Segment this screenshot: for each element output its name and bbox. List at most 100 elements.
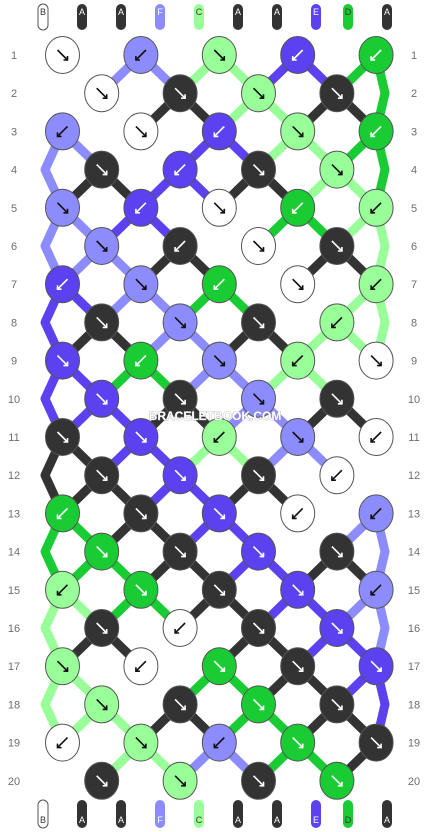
knot-arrowhead-icon — [181, 399, 186, 405]
knot-arrowhead-icon — [102, 323, 108, 329]
row-number-left: 5 — [11, 203, 17, 215]
bottom-strand-letter: C — [196, 815, 203, 825]
row-number-right: 19 — [408, 738, 420, 750]
knot — [84, 227, 120, 265]
row-number-right: 16 — [408, 623, 420, 635]
knot-arrow-icon — [56, 737, 69, 749]
knot — [201, 494, 237, 533]
row-number-left: 3 — [11, 126, 17, 138]
knot-arrowhead-icon — [291, 514, 297, 520]
knot-arrow-icon — [96, 240, 108, 252]
top-strand-stub — [382, 4, 392, 30]
row-number-left: 11 — [8, 432, 19, 444]
knot-arrowhead-icon — [298, 132, 304, 138]
knot-arrow-icon — [370, 431, 382, 443]
row-number-left: 20 — [8, 776, 20, 788]
knot — [201, 341, 237, 380]
knot — [45, 570, 80, 609]
knot-arrow-icon — [135, 584, 147, 596]
knot — [358, 188, 394, 227]
knot-arrowhead-icon — [102, 476, 108, 482]
knot — [162, 532, 198, 571]
knot — [45, 418, 80, 456]
knot — [45, 265, 80, 304]
knot-arrow-icon — [252, 469, 265, 481]
bottom-strand-letter: A — [274, 815, 280, 825]
knot — [84, 303, 120, 342]
knot-arrowhead-icon — [331, 323, 336, 329]
knot-arrowhead-icon — [56, 285, 62, 291]
knot — [84, 74, 120, 113]
knot-arrow-icon — [213, 660, 225, 672]
knot-arrowhead-icon — [102, 781, 108, 787]
top-strand-letter: A — [274, 7, 280, 17]
knot-arrowhead-icon — [141, 514, 147, 520]
knot-arrowhead-icon — [102, 629, 108, 634]
knot-arrow-icon — [135, 660, 147, 672]
knot-arrowhead-icon — [259, 399, 265, 405]
knot-arrow-icon — [56, 584, 69, 596]
knot-arrow-icon — [331, 546, 343, 558]
knot — [123, 647, 159, 686]
knot — [45, 188, 80, 227]
knot-arrowhead-icon — [181, 705, 186, 711]
knot — [358, 112, 394, 151]
knot-arrowhead-icon — [181, 94, 186, 99]
top-strand-stub — [311, 4, 321, 30]
knot — [280, 570, 316, 609]
knot-arrow-icon — [370, 125, 382, 137]
knot-arrow-icon — [135, 49, 147, 61]
knot — [280, 112, 316, 151]
bottom-strand-stub — [272, 800, 282, 828]
knot-arrow-icon — [292, 584, 304, 596]
knot-arrow-icon — [252, 775, 265, 787]
knot — [123, 341, 159, 380]
row-number-left: 14 — [8, 547, 20, 559]
knot-arrowhead-icon — [377, 667, 382, 673]
bottom-strand-stub — [116, 800, 126, 828]
knot-arrowhead-icon — [102, 399, 108, 405]
row-number-right: 8 — [411, 317, 417, 329]
knot — [123, 723, 159, 762]
knot-arrowhead-icon — [337, 170, 343, 176]
knot — [319, 227, 355, 265]
knot-arrowhead-icon — [213, 132, 219, 138]
row-number-left: 10 — [8, 394, 20, 406]
knot-arrowhead-icon — [298, 285, 304, 291]
knot-arrow-icon — [56, 355, 69, 367]
knot-arrow-icon — [331, 698, 343, 710]
knot-arrowhead-icon — [56, 514, 62, 520]
knot-arrowhead-icon — [259, 705, 265, 711]
knot-arrowhead-icon — [370, 285, 376, 291]
knot-arrow-icon — [252, 698, 265, 710]
bottom-strand-letter: D — [345, 815, 352, 825]
bottom-strand-stub — [382, 800, 392, 828]
knot — [280, 36, 316, 74]
knot-arrowhead-icon — [220, 590, 226, 596]
knot-arrow-icon — [213, 431, 225, 443]
knot — [201, 570, 237, 609]
row-number-left: 16 — [8, 623, 20, 635]
knot-arrow-icon — [96, 87, 108, 99]
bottom-strand-letter: A — [118, 815, 124, 825]
knot-arrowhead-icon — [213, 438, 219, 443]
knot — [162, 685, 198, 724]
knot-arrow-icon — [292, 431, 304, 443]
knot-arrow-icon — [56, 125, 69, 137]
knot-arrowhead-icon — [102, 247, 108, 252]
knot-arrowhead-icon — [337, 399, 343, 405]
knot-arrowhead-icon — [63, 667, 69, 673]
knot-arrowhead-icon — [259, 781, 265, 787]
row-number-left: 12 — [8, 470, 20, 482]
knot-arrowhead-icon — [220, 208, 226, 214]
knot — [201, 188, 237, 227]
knot-arrow-icon — [370, 584, 382, 596]
knot — [319, 685, 355, 724]
bottom-strand-stub — [311, 800, 321, 828]
knot-arrow-icon — [292, 660, 304, 672]
knot-arrowhead-icon — [337, 552, 343, 558]
knot-arrowhead-icon — [370, 514, 376, 520]
knot-arrow-icon — [370, 202, 382, 214]
knot-arrowhead-icon — [174, 629, 180, 634]
bottom-strand-stub — [194, 800, 204, 828]
